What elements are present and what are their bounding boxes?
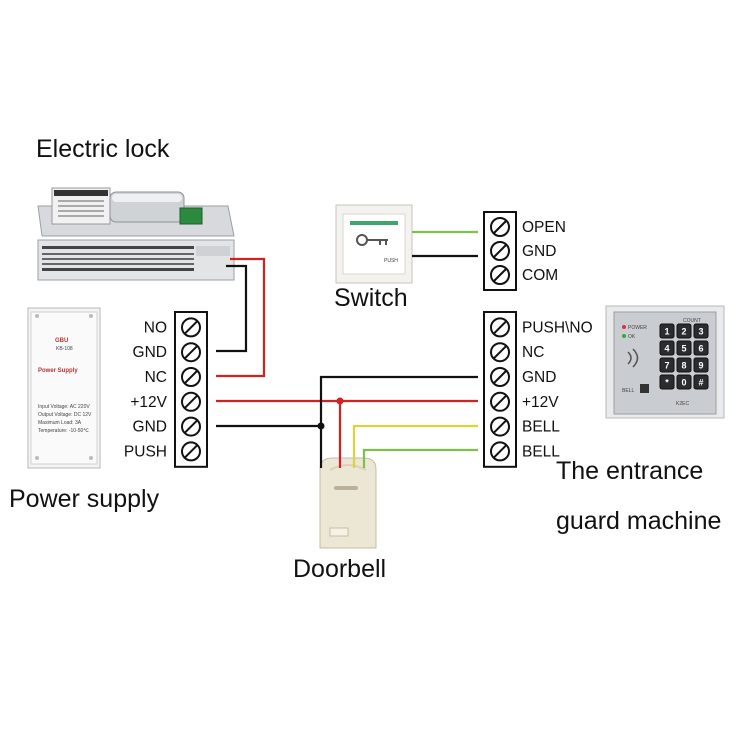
psu-screw-slot [184, 320, 198, 335]
switch-screw-slot [493, 220, 507, 234]
wire-lock-black [216, 264, 248, 353]
entrance-title-line1: The entrance [556, 457, 703, 485]
switch-title: Switch [334, 284, 408, 312]
psu-terminal-label: NO [144, 319, 167, 336]
switch-terminal-label: OPEN [522, 219, 566, 236]
keypad-key [693, 357, 709, 373]
keypad-key-label: 7 [664, 361, 669, 371]
controller-terminal-label: +12V [522, 394, 559, 411]
exit-switch-image: PUSH [335, 204, 413, 284]
controller-screw-slot [493, 370, 507, 384]
keypad-key-label: # [698, 378, 703, 388]
junction-red [336, 397, 344, 405]
entrance-title-line2: guard machine [556, 507, 721, 535]
power-supply-image: GBU KB-108 Power Supply Input Voltage: A… [27, 307, 101, 469]
keypad-key [693, 374, 709, 390]
psu-terminal-label: GND [133, 419, 167, 436]
keypad-key [659, 374, 675, 390]
keypad-key [693, 340, 709, 356]
keypad-keys: 1 2 3 4 5 6 7 8 9 * 0 # [659, 323, 709, 390]
psu-spec-1: Input Voltage: AC 220V [38, 404, 90, 410]
keypad-model: K2EC [676, 401, 689, 407]
controller-screw-slot [493, 345, 507, 359]
psu-screw-slot [184, 395, 198, 409]
keypad-key [676, 340, 692, 356]
keypad-key [676, 323, 692, 339]
switch-terminal-block: OPEN GND COM [483, 211, 566, 291]
keypad-key [659, 323, 675, 339]
psu-spec-4: Temperature: -10-50℃ [38, 428, 89, 434]
controller-screw-slot [493, 444, 507, 459]
wire-bell-yellow [352, 424, 478, 468]
doorbell-title: Doorbell [293, 555, 386, 583]
psu-block-frame [174, 311, 208, 468]
psu-model: KB-108 [56, 346, 73, 352]
power-supply-title: Power supply [9, 485, 160, 513]
keypad-brand: COUNT [683, 318, 701, 324]
keypad-indicator-power: POWER [628, 325, 647, 331]
junction-black [317, 422, 325, 430]
psu-terminal-label: +12V [130, 394, 167, 411]
switch-terminal-label: GND [522, 243, 556, 260]
keypad-key [676, 357, 692, 373]
wire-bell-green [362, 448, 478, 468]
keypad-key [676, 374, 692, 390]
keypad-key-label: 3 [698, 327, 703, 337]
controller-terminal-block: PUSH\NO NC GND +12V BELL BELL [483, 311, 593, 468]
psu-spec-2: Output Voltage: DC 12V [38, 412, 92, 418]
psu-terminal-label: PUSH [124, 443, 167, 460]
keypad-key [659, 340, 675, 356]
switch-terminal-label: COM [522, 267, 558, 284]
keypad-image: COUNT POWER OK BELL K2EC 1 2 3 4 5 6 7 8 9 * 0 # [605, 305, 725, 419]
switch-screw-slot [493, 268, 507, 282]
electric-lock-image [37, 187, 235, 281]
keypad-key [659, 357, 675, 373]
controller-terminal-label: BELL [522, 419, 560, 436]
wire-lock-red [216, 257, 266, 378]
switch-screw-slot [493, 244, 507, 258]
doorbell-image [319, 457, 377, 549]
keypad-key [693, 323, 709, 339]
controller-screw-slot [493, 320, 507, 335]
keypad-key-label: 9 [698, 361, 703, 371]
controller-terminal-label: BELL [522, 443, 560, 460]
keypad-key-label: 8 [681, 361, 686, 371]
keypad-key-label: 1 [664, 327, 669, 337]
psu-title: Power Supply [38, 368, 78, 374]
keypad-indicator-ok: OK [628, 334, 636, 340]
controller-terminal-label: GND [522, 369, 556, 386]
controller-terminal-label: NC [522, 344, 544, 361]
keypad-key-label: 6 [698, 344, 703, 354]
keypad-key-label: 0 [681, 378, 686, 388]
psu-spec-3: Maximum Load: 3A [38, 420, 82, 426]
wire-gnd-black [216, 375, 478, 428]
wires [216, 230, 478, 468]
keypad-key-label: 5 [681, 344, 686, 354]
keypad-bell-label: BELL [622, 388, 634, 394]
psu-screw-slot [184, 444, 198, 459]
controller-block-frame [483, 311, 517, 468]
psu-screw-slot [184, 419, 198, 434]
psu-brand: GBU [55, 338, 68, 344]
controller-screw-slot [493, 419, 507, 434]
psu-screw-slot [184, 345, 198, 359]
controller-terminal-label: PUSH\NO [522, 319, 593, 336]
keypad-key-label: 4 [664, 344, 669, 354]
switch-device-label: PUSH [384, 258, 398, 264]
controller-screw-slot [493, 395, 507, 409]
psu-screw-slot [184, 370, 198, 384]
electric-lock-title: Electric lock [36, 135, 170, 163]
keypad-key-label: 2 [681, 327, 686, 337]
psu-terminal-label: GND [133, 344, 167, 361]
keypad-key-label: * [665, 378, 669, 388]
power-supply-terminal-block: NO GND NC +12V GND PUSH [124, 311, 208, 468]
psu-terminal-label: NC [145, 369, 167, 386]
